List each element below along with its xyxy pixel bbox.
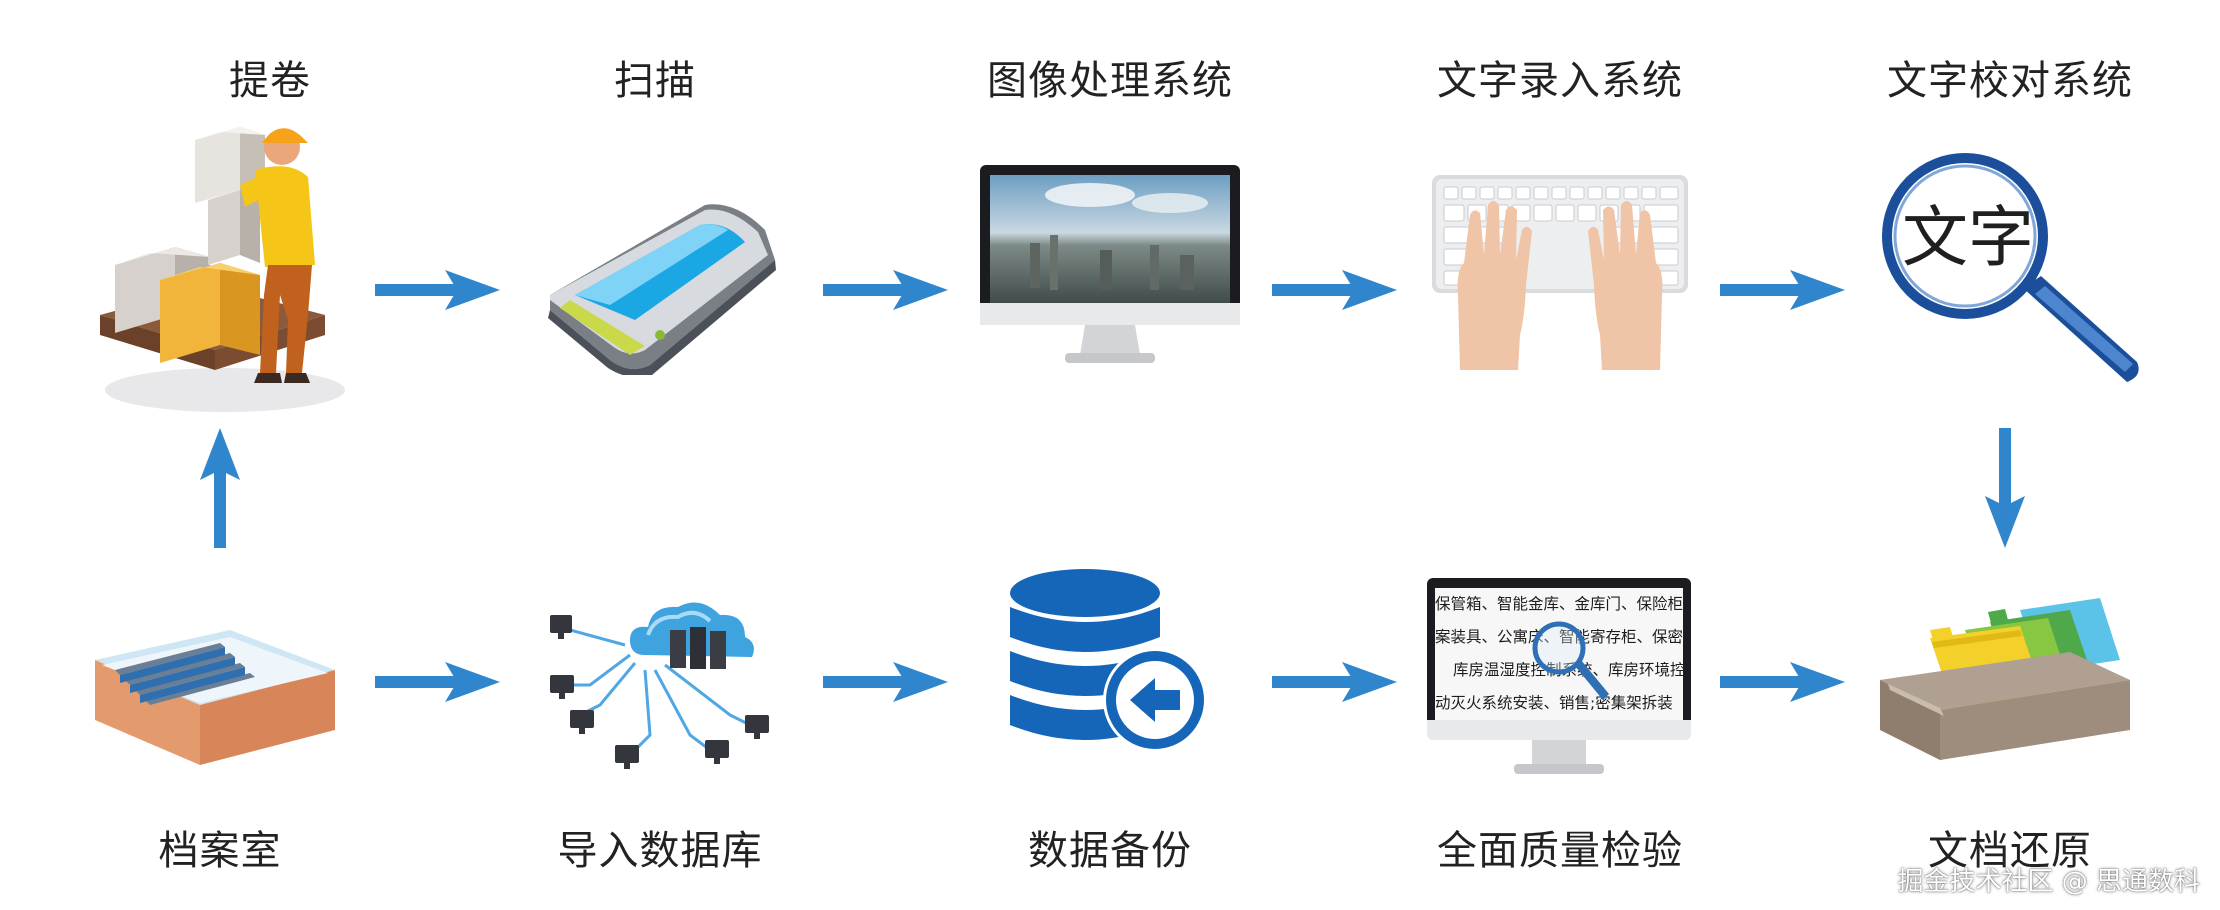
step-label-proof: 文字校对系统: [1887, 58, 2133, 104]
arrow-right-2: [823, 270, 948, 310]
cloud-network-icon: [550, 602, 769, 769]
file-tray-icon: [1880, 598, 2130, 760]
arrow-right-7: [1272, 662, 1397, 702]
keyboard-icon: [1432, 175, 1688, 370]
scanner-icon: [548, 204, 776, 375]
document-monitor-icon: 保管箱、智能金库、金库门、保险柜 案装具、公寓床、智能寄存柜、保密 库房温湿度控…: [1427, 578, 1691, 778]
step-label-restore: 文档还原: [1928, 828, 2092, 874]
document-line: 动灭火系统安装、销售;密集架拆装: [1435, 694, 1673, 712]
step-label-archive: 档案室: [158, 828, 282, 874]
arrow-right-1: [375, 270, 500, 310]
magnifier-text: 文字: [1902, 199, 2034, 276]
monitor-stand: [1532, 740, 1586, 766]
arrow-down: [1985, 428, 2025, 548]
step-label-import: 导入数据库: [557, 828, 763, 874]
step-label-qc: 全面质量检验: [1437, 828, 1683, 874]
step-label-scan: 扫描: [614, 58, 696, 104]
monitor-bezel: [1427, 720, 1691, 740]
arrow-right-3: [1272, 270, 1397, 310]
document-line: 保管箱、智能金库、金库门、保险柜: [1435, 595, 1683, 613]
step-label-backup: 数据备份: [1028, 828, 1192, 874]
monitor-icon: [980, 165, 1240, 363]
arrow-right-5: [375, 662, 500, 702]
magnifier-icon: 文字: [1882, 153, 2139, 382]
arrow-right-4: [1720, 270, 1845, 310]
monitor-base: [1514, 764, 1604, 774]
document-line: 案装具、公寓床、智能寄存柜、保密: [1435, 621, 1683, 654]
arrow-up: [200, 428, 240, 548]
archive-room-icon: [95, 630, 335, 765]
warehouse-worker-icon: [100, 127, 345, 412]
step-label-tijuan: 提卷: [229, 58, 311, 104]
arrow-right-8: [1720, 662, 1845, 702]
database-backup-icon: [1010, 569, 1207, 752]
watermark: 掘金技术社区 @ 思通数科: [1897, 867, 2200, 897]
arrow-right-6: [823, 662, 948, 702]
magnifier-icon: [1532, 621, 1609, 700]
step-label-input: 文字录入系统: [1437, 58, 1683, 104]
step-label-image: 图像处理系统: [987, 58, 1233, 104]
